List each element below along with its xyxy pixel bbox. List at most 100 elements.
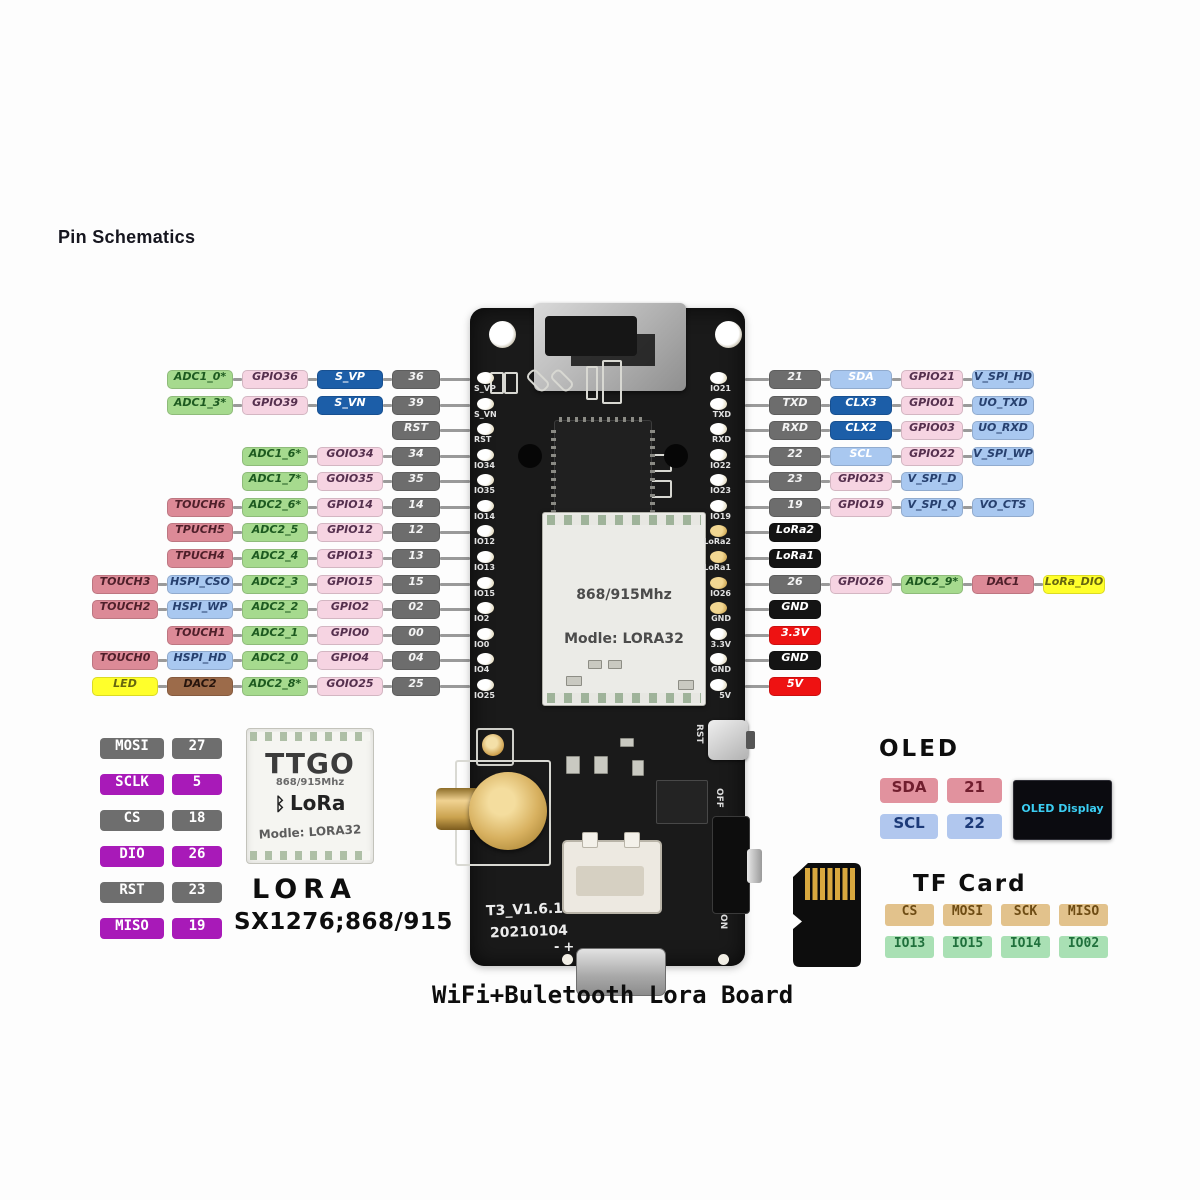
pin-box: S_VP [317,370,383,389]
board: 868/915Mhz Modle: LORA32 RST OFF [436,303,762,996]
board-pad-label: IO34 [474,460,495,470]
board-caption: WiFi+Buletooth Lora Board [432,981,794,1009]
connector-dash [158,684,167,688]
pin-box: 5V [769,676,821,696]
connector-dash [745,608,769,612]
pin-box: UO_TXD [972,395,1034,415]
tf-signal-box: CS [885,904,934,926]
connector-dash [892,480,901,484]
connector-dash [745,505,769,509]
pin-box: GPIO2 [317,600,383,620]
pin-box: HSPI_WP [167,600,233,620]
pin-box: SDA [830,370,892,389]
board-pad-label: S_VN [474,409,497,419]
battery-connector [562,832,662,914]
pin-box: DAC1 [972,574,1034,594]
connector-dash [892,378,901,381]
board-pad [710,551,727,564]
pin-box: GOIO35 [317,472,383,492]
board-pad [710,678,727,691]
board-pad-label: IO12 [474,537,495,547]
connector-dash [233,531,242,535]
tf-signal-box: MISO [1059,904,1108,926]
castellation [250,851,370,860]
pin-box: 04 [392,651,440,671]
board-pad-label: IO21 [710,384,731,393]
esp32-shield-can [534,303,686,391]
pin-box: CLX3 [830,395,892,415]
lora-module-image: TTGO 868/915Mhz ᛒ LoRa Modle: LORA32 [246,728,374,864]
connector-dash [308,454,317,458]
board-pad-label: LoRa1 [703,563,731,573]
connector-dash [308,608,317,612]
pin-box: V_SPI_WP [972,446,1034,466]
pin-box: GPIO19 [830,497,892,517]
pin-box: GOIO25 [317,676,383,696]
tf-signal-box: SCK [1001,904,1050,926]
castellation [250,732,370,741]
spi-signal-box: RST [100,882,164,903]
board-pad-label: IO19 [710,511,731,521]
power-switch-knob [747,849,762,883]
board-pad-label: IO35 [474,486,495,496]
connector-dash [440,378,470,381]
castellation [547,693,701,703]
reset-silkscreen-label: RST [694,724,704,744]
board-pad [710,653,727,666]
switch-off-label: OFF [714,788,724,808]
connector-dash [383,608,392,612]
oled-pin-box: 21 [947,778,1002,803]
connector-dash [383,454,392,458]
pin-box: TOUCH3 [92,574,158,594]
tf-signal-box: MOSI [943,904,992,926]
tf-signal-row: CS MOSI SCK MISO [885,904,1108,926]
connector-dash [233,403,242,407]
connector-dash [821,454,830,458]
lora-section-title: LORA [252,874,357,905]
connector-dash [440,684,470,688]
pin-box: GND [769,651,821,671]
page-title: Pin Schematics [58,227,196,247]
pin-box: GPIO03 [901,421,963,441]
oled-signal-box: SDA [880,778,938,803]
board-pad-label: IO2 [474,614,490,624]
board-pad [710,474,727,487]
pin-box: TOUCH0 [92,651,158,671]
connector-dash [745,403,769,407]
pin-box: 14 [392,497,440,517]
connector-dash [745,378,769,381]
pin-box: ADC2_3 [242,574,308,594]
connector-dash [233,582,242,586]
pin-box: ADC2_0 [242,651,308,671]
board-pad [477,551,494,564]
tf-card-image [793,863,861,967]
pin-box: 00 [392,625,440,645]
lora-radio-module: 868/915Mhz Modle: LORA32 [542,512,706,706]
connector-dash [233,608,242,612]
board-pad [710,499,727,512]
pin-box: LED [92,676,158,696]
pin-box: ADC1_7* [242,472,308,492]
board-pad-label: IO13 [474,563,495,573]
board-pad [710,602,727,615]
connector-dash [745,429,769,433]
board-pad [477,397,494,410]
board-pad [710,423,727,436]
connector-dash [745,454,769,458]
connector-dash [158,608,167,612]
pin-box: 26 [769,574,821,594]
board-pad-label: LoRa2 [703,537,731,547]
pin-box: ADC2_4 [242,549,308,569]
pin-box: ADC2_1 [242,625,308,645]
connector-dash [821,505,830,509]
board-pad-label: 3.3V [710,639,731,649]
